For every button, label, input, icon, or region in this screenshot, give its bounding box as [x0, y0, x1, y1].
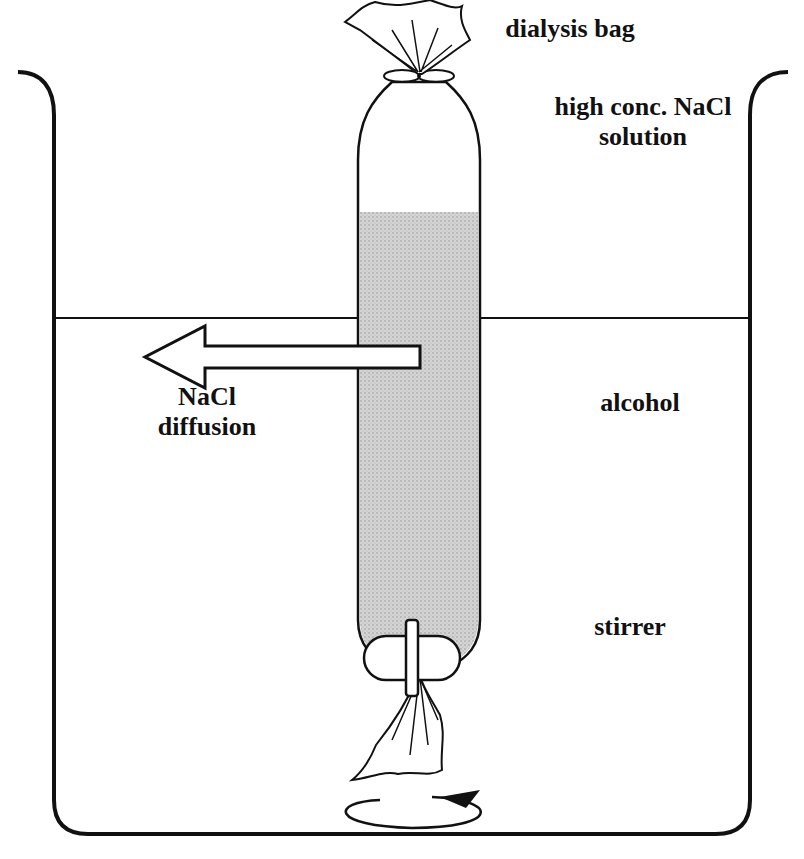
diffusion-arrow	[145, 326, 420, 388]
part-label: alcohol	[560, 388, 720, 418]
dialysis-bag	[358, 82, 480, 668]
bag-bottom-flap	[352, 676, 443, 780]
part-label: dialysis bag	[470, 14, 670, 44]
salt-solution	[360, 212, 478, 666]
rotation-arrowhead	[440, 790, 480, 808]
bag-top-flap	[345, 0, 470, 74]
part-label: stirrer	[560, 612, 700, 642]
beaker	[18, 72, 788, 834]
stir-bar-axle	[406, 620, 418, 696]
process-label: NaCl diffusion	[132, 382, 282, 442]
part-label: high conc. NaCl solution	[528, 92, 758, 152]
